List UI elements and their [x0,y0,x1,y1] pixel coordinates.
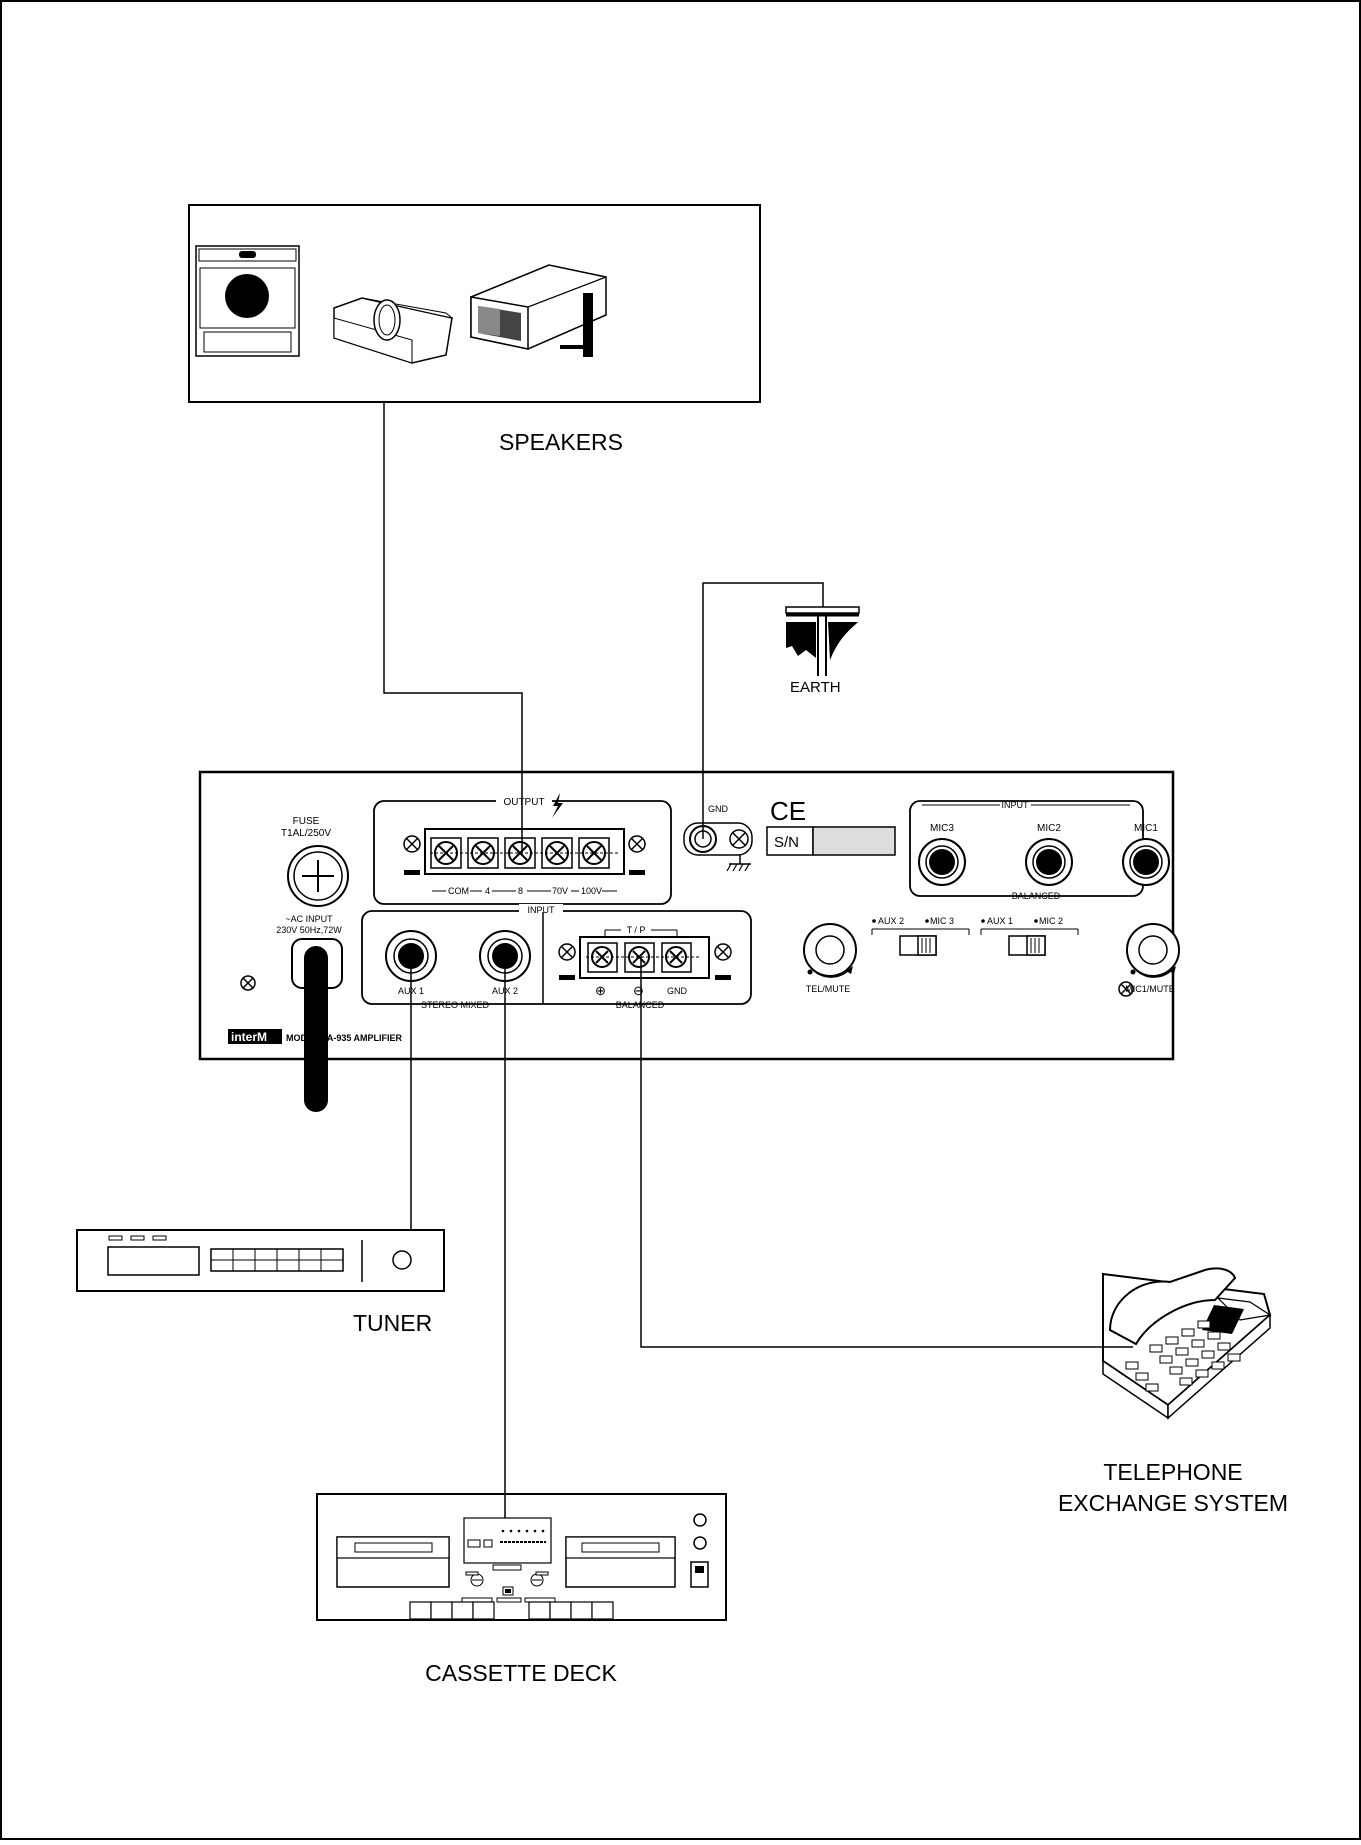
mic-input-block: INPUT MIC3 MIC2 MIC1 BALANCED [909,800,1170,901]
screw-icon [1118,981,1134,997]
gnd-terminal: GND [683,804,753,872]
output-terminal-8: 8 [518,886,523,896]
aux1-mic2-selector-switch: AUX 1 MIC 2 [980,916,1079,956]
screw-icon [714,943,732,961]
telephone-label-line2: EXCHANGE SYSTEM [1058,1490,1288,1516]
screw-icon [240,975,256,991]
mic1-jack-icon [1122,838,1170,886]
tp-gnd-label: GND [667,986,688,996]
earth-ground-icon [785,606,860,676]
fuse-label: FUSE [293,816,320,827]
lightning-icon [552,793,563,818]
mic2-label: MIC2 [1037,823,1061,834]
tp-minus-label: ⊖ [633,983,644,998]
output-terminal-70v: 70V [552,886,568,896]
chassis-ground-icon [726,855,751,872]
horn-speaker-icon [470,264,607,357]
ac-input-rating: 230V 50Hz,72W [276,925,342,935]
ceiling-speaker-icon [195,245,300,357]
tel-mute-label: TEL/MUTE [806,984,851,994]
wedge-speaker-icon [333,297,453,364]
telephone-icon [1102,1267,1272,1420]
tuner-group: TUNER [76,1229,445,1336]
output-terminal-4: 4 [485,886,490,896]
amplifier-panel: FUSE T1AL/250V ~AC INPUT 230V 50Hz,72W [198,770,1180,1112]
screw-icon [403,835,421,853]
cassette-deck-icon [316,1493,727,1621]
brand-logo: interM [228,1029,282,1044]
switch2-right-label: MIC 2 [1039,916,1063,926]
mic1-mute-label: MIC1/MUTE [1125,984,1175,994]
telephone-group: TELEPHONE EXCHANGE SYSTEM [1058,1267,1288,1516]
ce-mark: CE [770,796,806,826]
switch2-left-label: AUX 1 [987,916,1013,926]
tp-plus-label: ⊕ [595,983,606,998]
tuner-label: TUNER [353,1310,432,1336]
aux2-jack-icon [479,930,531,982]
speaker-wire [383,402,523,853]
model-label: MODEL:PA-935 AMPLIFIER [286,1033,403,1043]
serial-number-plate: S/N [766,826,896,856]
mic-input-label: INPUT [1002,800,1030,810]
switch1-left-label: AUX 2 [878,916,904,926]
cassette-label: CASSETTE DECK [425,1660,617,1686]
aux-input-label: INPUT [528,905,556,915]
fuse-holder-icon [287,845,349,907]
telephone-keypad [1125,1320,1241,1392]
brand-text: interM [231,1030,267,1044]
ac-input-label: ~AC INPUT [285,914,333,924]
telephone-label-line1: TELEPHONE [1103,1459,1242,1485]
switch1-right-label: MIC 3 [930,916,954,926]
earth-group: EARTH [785,606,860,696]
tuner-icon [76,1229,445,1292]
cassette-group: CASSETTE DECK [316,1493,727,1686]
output-terminal-com: COM [448,886,469,896]
earth-wire [702,582,824,839]
tel-mute-knob-icon [803,923,857,978]
screw-icon [628,835,646,853]
telephone-wire [640,957,1133,1348]
speakers-label: SPEAKERS [499,429,623,455]
fuse-rating: T1AL/250V [281,828,331,839]
gnd-label: GND [708,804,729,814]
mic2-jack-icon [1025,838,1073,886]
mic3-label: MIC3 [930,823,954,834]
connection-wires [383,402,1133,1518]
sn-label: S/N [774,834,799,851]
mic-balanced-label: BALANCED [1012,891,1061,901]
output-terminal-100v: 100V [581,886,602,896]
output-label: OUTPUT [503,797,544,808]
stereo-mixed-label: STEREO MIXED [421,1000,490,1010]
terminal-screw-icon [624,942,655,973]
tp-label: T / P [627,925,646,935]
mic1-mute-knob-icon [1126,923,1180,978]
aux-input-block: INPUT AUX 1 AUX 2 STEREO MIXED T / P [361,904,752,1010]
ac-power-cord-icon [291,938,343,1112]
aux2-mic3-selector-switch: AUX 2 MIC 3 [871,916,970,956]
mic1-label: MIC1 [1134,823,1158,834]
earth-label: EARTH [790,679,841,696]
screw-icon [558,943,576,961]
cassette-transport-buttons [409,1601,614,1620]
mic3-jack-icon [918,838,966,886]
terminal-screw-icon [578,837,610,869]
speakers-group: SPEAKERS [188,204,761,455]
